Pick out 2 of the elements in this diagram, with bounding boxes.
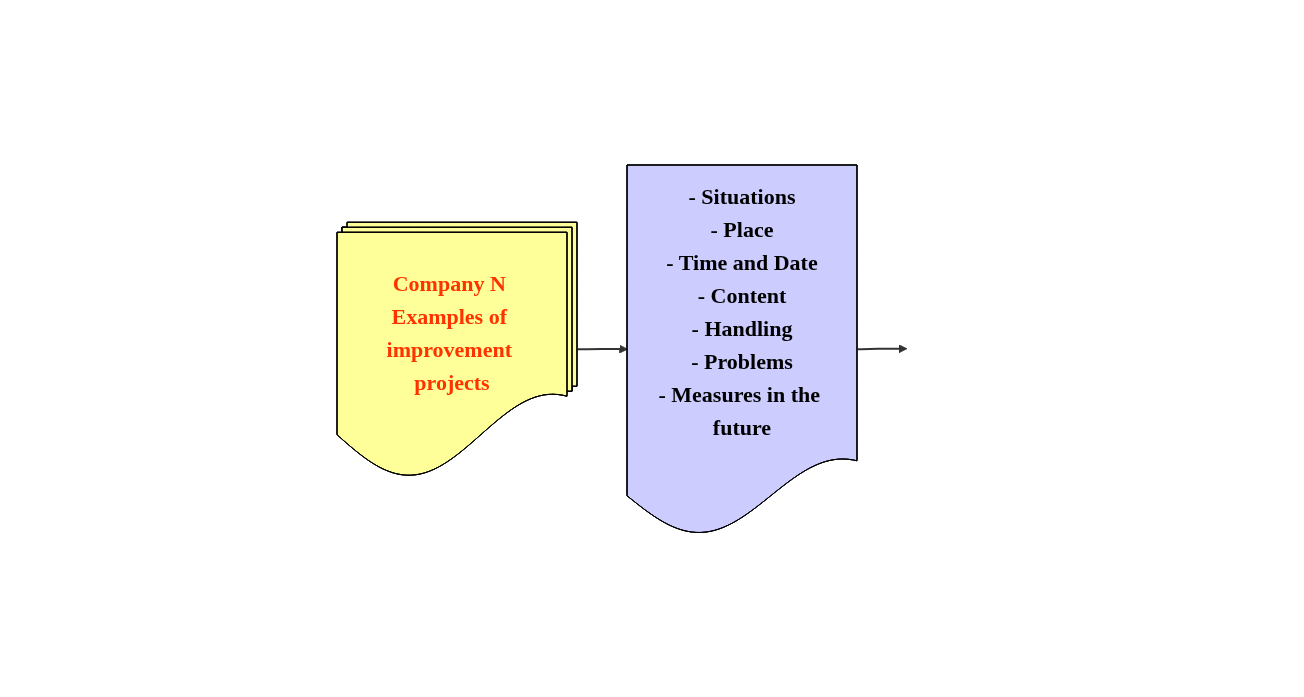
arrow [856,344,908,353]
arrow [576,344,628,354]
